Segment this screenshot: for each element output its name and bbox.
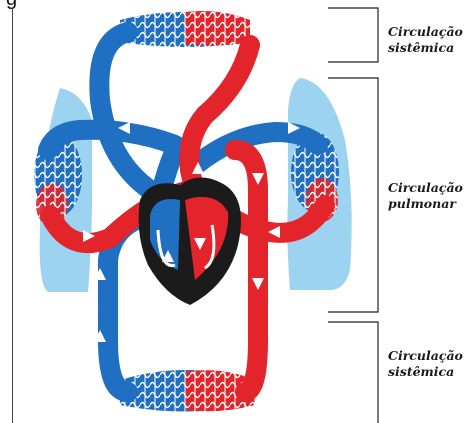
label-systemic-circulation-top: Circulação sistêmica [388,24,463,56]
arrow-up-icon [242,88,254,100]
label-systemic-circulation-bottom: Circulação sistêmica [388,348,463,380]
label-pulmonary-circulation: Circulação pulmonar [388,180,463,212]
arrow-up-icon [112,88,124,100]
heart [139,178,241,306]
upper-body-capillaries [120,11,250,47]
lower-body-capillaries [120,370,255,412]
